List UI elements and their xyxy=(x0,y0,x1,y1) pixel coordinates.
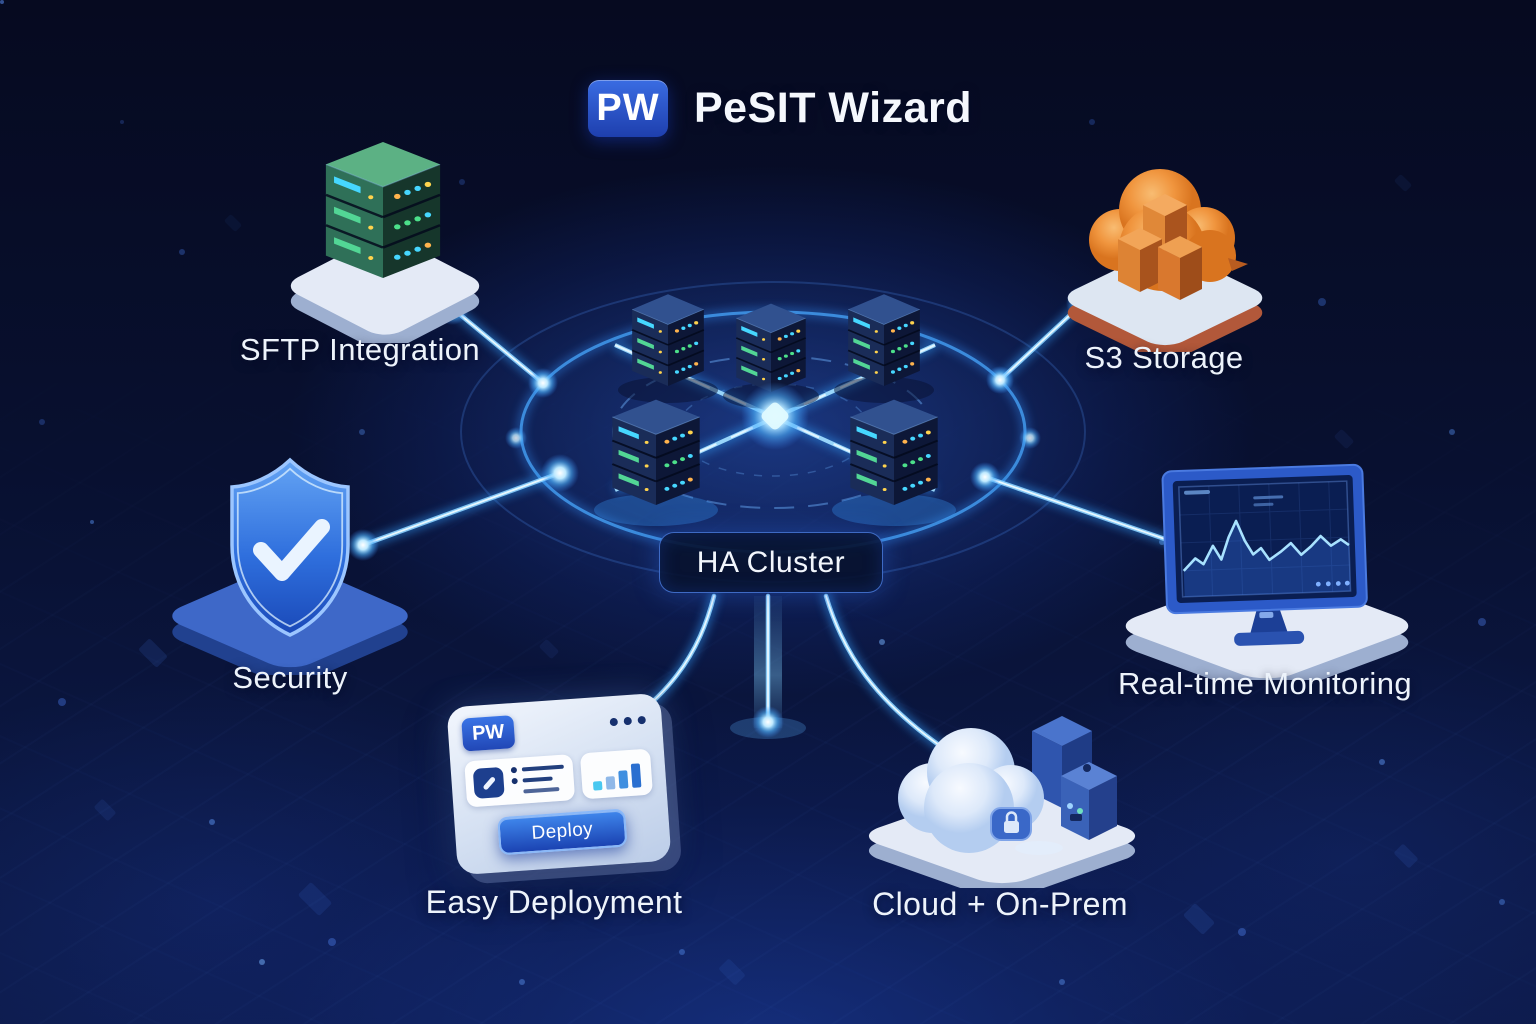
server-tower-icon xyxy=(611,398,701,507)
text-lines-placeholder xyxy=(510,764,567,796)
onprem-boxes xyxy=(1032,716,1117,840)
edit-pencil-icon xyxy=(472,766,505,799)
feature-label-deployment: Easy Deployment xyxy=(425,884,683,920)
monitor-chart-icon xyxy=(1110,463,1424,680)
cluster-center-node xyxy=(741,382,809,450)
server-tower-icon xyxy=(849,398,939,507)
deploy-button[interactable]: Deploy xyxy=(497,808,628,856)
feature-label-monitoring: Real-time Monitoring xyxy=(1118,666,1412,701)
s3-storage-icon xyxy=(1057,169,1273,352)
security-shield-icon xyxy=(159,457,421,675)
ha-cluster-label: HA Cluster xyxy=(659,532,883,593)
brand-header: PW PeSIT Wizard xyxy=(588,80,972,137)
storage-boxes xyxy=(1118,194,1202,300)
lock-device-icon xyxy=(990,807,1063,855)
overflow-dots-icon xyxy=(609,715,647,727)
particle-dots xyxy=(0,0,4,4)
card-content-row xyxy=(464,754,576,808)
server-tower-icon xyxy=(847,293,921,387)
deployment-card-logo-badge: PW xyxy=(461,715,516,752)
mini-bar-chart-icon xyxy=(579,748,653,800)
shield-check xyxy=(230,457,350,637)
ha-cluster-label-text: HA Cluster xyxy=(696,545,846,579)
feature-label-cloud-onprem: Cloud + On-Prem xyxy=(872,886,1128,922)
feature-label-s3: S3 Storage xyxy=(1084,340,1244,375)
app-title: PeSIT Wizard xyxy=(694,84,973,132)
hybrid-cloud-icon xyxy=(855,716,1149,888)
server-tower-icon xyxy=(631,293,705,387)
monitor xyxy=(1161,463,1368,646)
feature-label-sftp: SFTP Integration xyxy=(239,332,481,367)
sftp-server-icon xyxy=(280,140,490,343)
brand-logo-badge: PW xyxy=(588,80,668,137)
feature-connection-lines xyxy=(358,298,1193,759)
deployment-card: PW Deploy xyxy=(446,692,672,876)
server-tower-icon xyxy=(735,302,807,393)
feature-label-security: Security xyxy=(232,660,348,695)
